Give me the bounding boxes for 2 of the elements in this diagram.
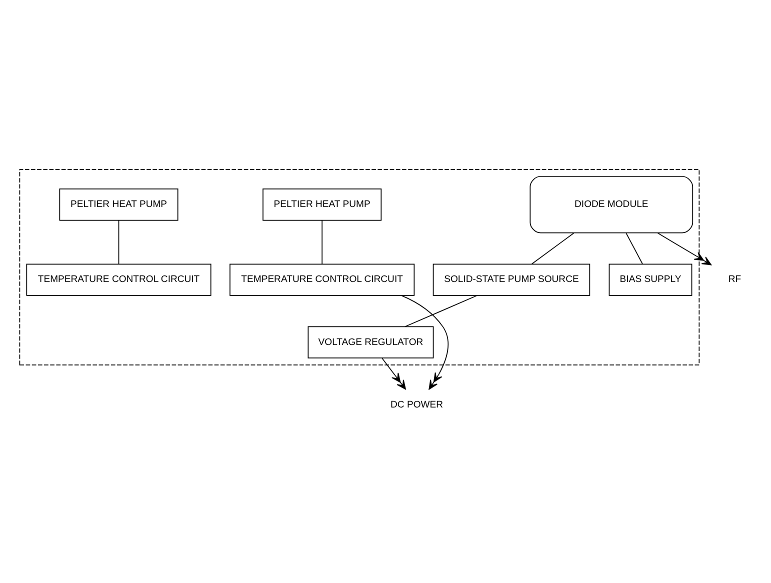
node-text: DC POWER — [390, 399, 444, 410]
node-text: RF — [728, 274, 742, 286]
